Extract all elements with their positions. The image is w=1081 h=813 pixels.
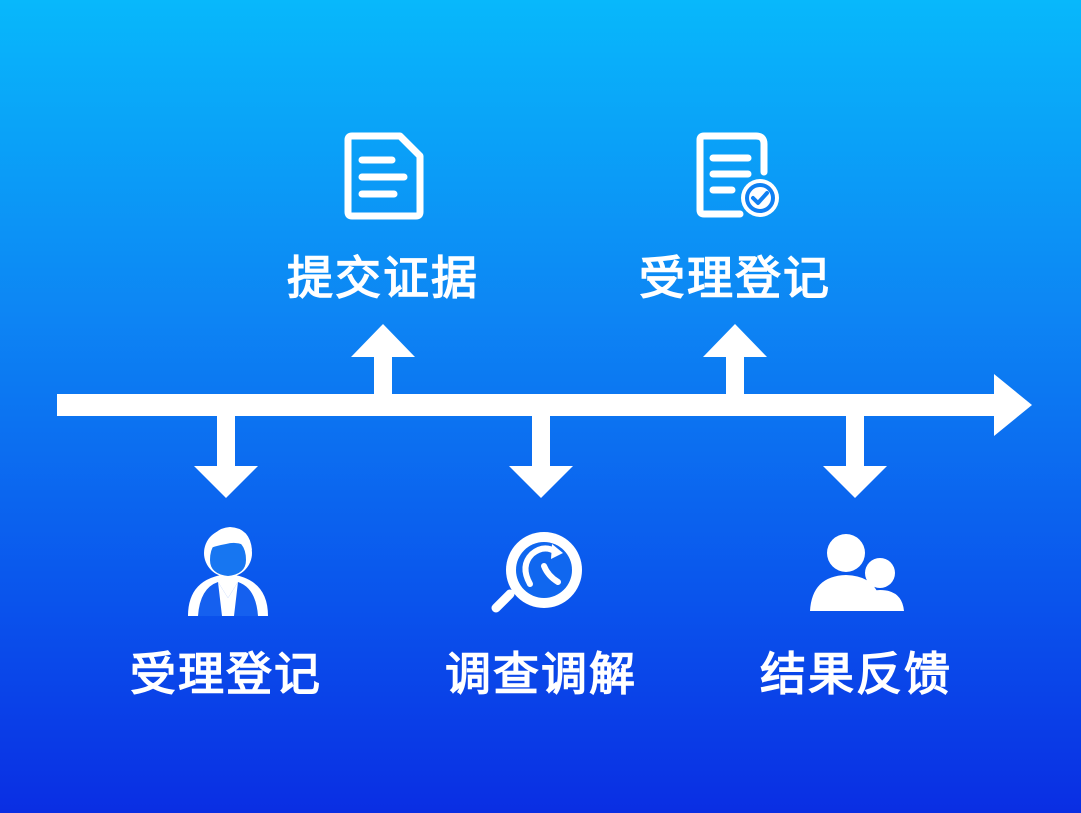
- step-label-submit-evidence: 提交证据: [287, 251, 479, 305]
- timeline-arrow: [57, 374, 1032, 436]
- down-arrow-result-feedback: [823, 413, 887, 498]
- step-label-accept-register-bottom: 受理登记: [130, 647, 322, 701]
- document-check-icon: [696, 132, 779, 218]
- up-arrow-accept-register: [703, 324, 767, 397]
- users-icon: [810, 534, 904, 611]
- person-icon: [188, 527, 268, 616]
- down-arrow-accept-register: [194, 413, 258, 498]
- step-label-result-feedback: 结果反馈: [760, 647, 952, 701]
- up-arrow-submit-evidence: [351, 324, 415, 397]
- down-arrow-investigate-mediate: [509, 413, 573, 498]
- search-refresh-icon: [491, 532, 582, 613]
- step-label-accept-register-top: 受理登记: [639, 251, 831, 305]
- document-icon: [344, 132, 424, 220]
- step-label-investigate-mediate: 调查调解: [445, 647, 637, 701]
